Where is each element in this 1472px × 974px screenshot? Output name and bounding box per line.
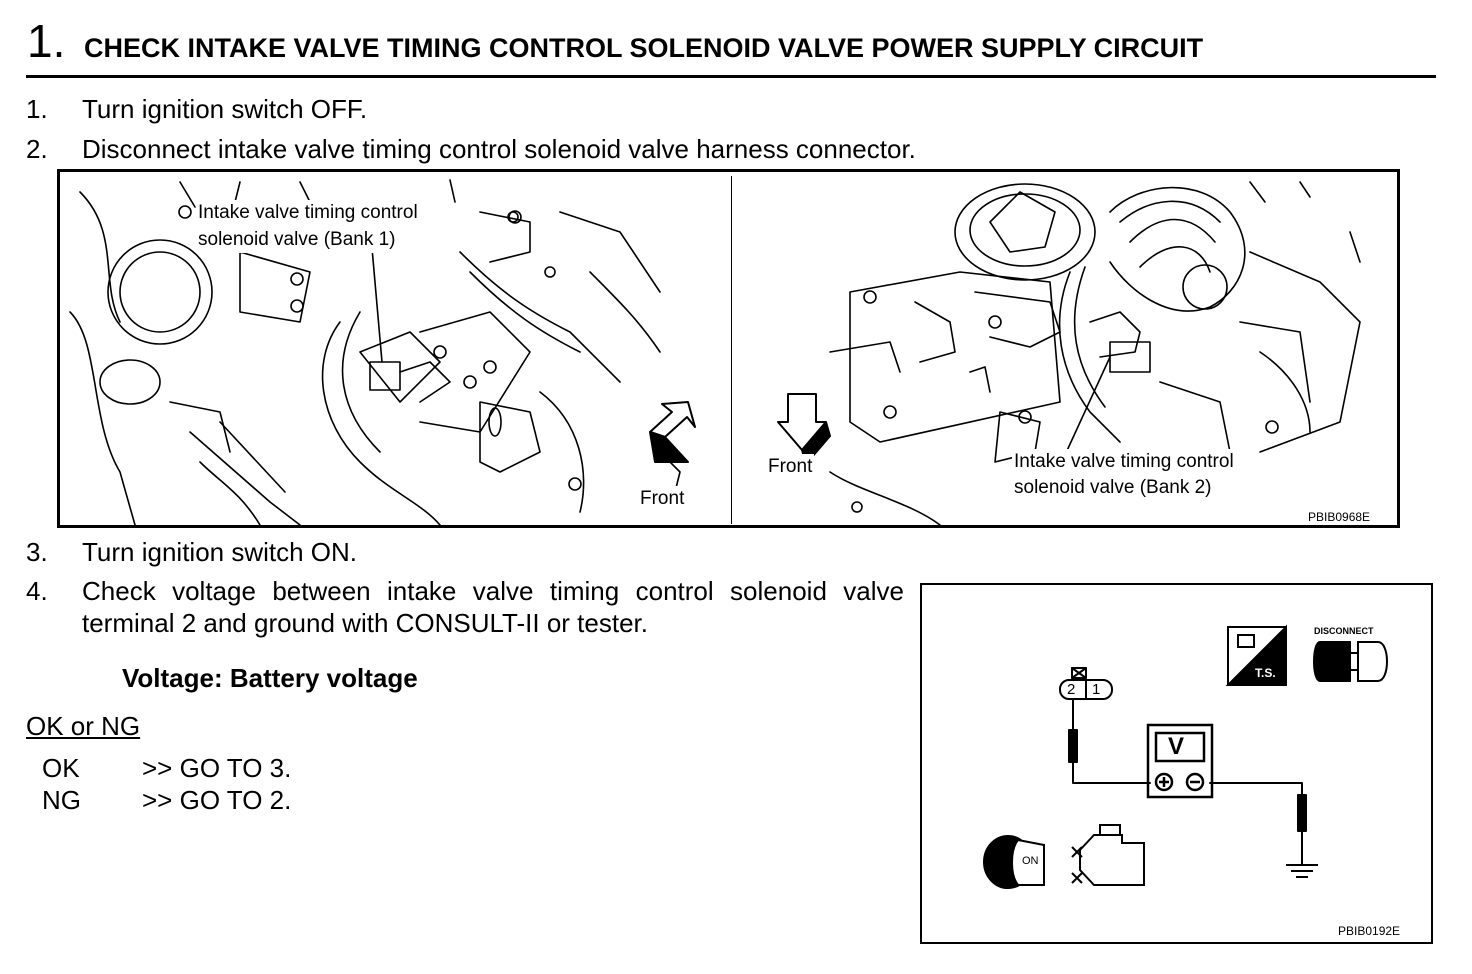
engine-icon: [1071, 824, 1145, 886]
list-item-text: Disconnect intake valve timing control s…: [82, 134, 916, 164]
list-item-number: 2.: [26, 134, 48, 164]
front-label: Front: [638, 486, 687, 512]
list-item-text: Turn ignition switch OFF.: [82, 94, 368, 124]
ignition-key-icon: [983, 835, 1045, 889]
list-item-number: 1.: [26, 94, 48, 124]
result-label: OK: [42, 753, 80, 783]
result-label: NG: [42, 785, 81, 815]
figure-code: PBIB0968E: [1308, 510, 1371, 524]
bank2-label-line2: solenoid valve (Bank 2): [1012, 475, 1214, 501]
figure-divider: [731, 176, 732, 524]
list-item-text: Check voltage between intake valve timin…: [82, 576, 904, 638]
bank2-label-line1: Intake valve timing control: [1012, 449, 1236, 475]
step-title: CHECK INTAKE VALVE TIMING CONTROL SOLENO…: [84, 33, 1204, 63]
voltage-check-figure: 2 1 V T.S. DISCONNECT ON PBIB0192E: [920, 583, 1433, 944]
tester-icon: [1225, 624, 1287, 686]
result-action: >> GO TO 2.: [142, 785, 292, 815]
result-action: >> GO TO 3.: [142, 753, 292, 783]
result-heading: OK or NG: [26, 711, 141, 741]
engine-bay-figure: Intake valve timing control solenoid val…: [57, 169, 1400, 528]
ground-icon: [1286, 864, 1318, 878]
arrow-front-icon: [777, 393, 831, 465]
engine-bay-illustration: [69, 179, 1361, 526]
voltmeter-label: V: [1168, 733, 1185, 760]
circuit-diagram: [983, 624, 1388, 889]
header-rule: [26, 75, 1436, 78]
list-item-number: 3.: [26, 537, 48, 567]
terminal-1: 1: [1092, 681, 1101, 698]
figure-code: PBIB0192E: [1338, 924, 1401, 938]
bank1-label-line2: solenoid valve (Bank 1): [196, 227, 398, 253]
disconnect-connector-icon: [1313, 641, 1388, 682]
bank1-label-line1: Intake valve timing control: [196, 200, 420, 226]
voltmeter-icon: [1146, 723, 1214, 799]
disconnect-label: DISCONNECT: [1314, 626, 1374, 636]
arrow-front-icon: [649, 401, 696, 463]
terminal-2: 2: [1067, 681, 1076, 698]
front-label: Front: [766, 454, 815, 480]
ts-label: T.S.: [1255, 666, 1276, 680]
list-item-text: Turn ignition switch ON.: [82, 537, 358, 567]
list-item-number: 4.: [26, 576, 48, 606]
step-number: 1.: [27, 15, 66, 67]
ignition-label: ON: [1022, 855, 1039, 867]
spec-value: Voltage: Battery voltage: [122, 663, 418, 693]
